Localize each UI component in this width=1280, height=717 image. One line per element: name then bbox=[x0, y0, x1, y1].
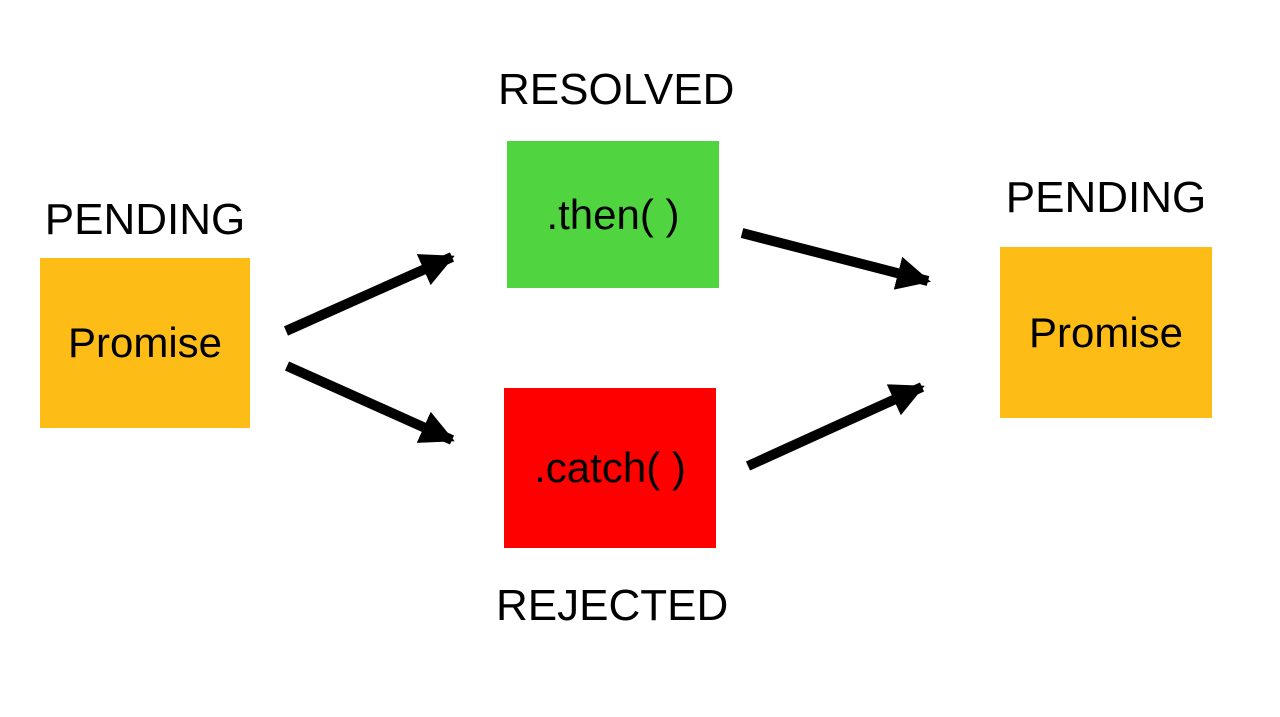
arrow-promise-to-catch-icon bbox=[284, 361, 455, 445]
then-box: .then( ) bbox=[507, 141, 719, 288]
pending-left-label: PENDING bbox=[44, 195, 246, 244]
then-label: .then( ) bbox=[546, 190, 680, 238]
arrow-catch-to-promise-icon bbox=[745, 382, 925, 471]
rejected-label: REJECTED bbox=[496, 581, 729, 630]
promise-start-label: Promise bbox=[67, 319, 223, 366]
arrow-promise-to-then-icon bbox=[283, 252, 455, 336]
catch-box: .catch( ) bbox=[504, 388, 716, 548]
promise-start-box: Promise bbox=[40, 258, 250, 428]
pending-right-label: PENDING bbox=[1005, 173, 1207, 222]
catch-label: .catch( ) bbox=[534, 444, 686, 491]
promise-end-box: Promise bbox=[1000, 247, 1212, 418]
resolved-label: RESOLVED bbox=[498, 65, 735, 114]
arrow-then-to-promise-icon bbox=[740, 228, 931, 290]
promise-end-label: Promise bbox=[1028, 308, 1184, 356]
